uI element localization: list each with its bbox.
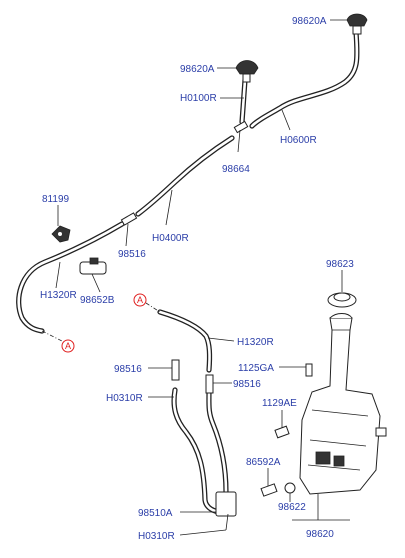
hose-lines xyxy=(16,29,360,515)
joint-98516-upper xyxy=(120,212,138,247)
connector-98516-left xyxy=(148,359,180,381)
leader-lines xyxy=(55,19,350,536)
valve-98652B xyxy=(79,257,107,293)
label-H0100R: H0100R xyxy=(180,93,217,104)
label-98620A-top: 98620A xyxy=(292,16,327,27)
label-98516-left: 98516 xyxy=(114,364,142,375)
label-98620A: 98620A xyxy=(180,64,215,75)
ref-marker-left-text: A xyxy=(65,341,71,351)
pump-98510A xyxy=(180,491,237,517)
label-98516-upper: 98516 xyxy=(118,249,146,260)
label-1125GA: 1125GA xyxy=(238,363,274,374)
label-98622: 98622 xyxy=(278,502,306,513)
label-H0310R-upper: H0310R xyxy=(106,393,143,404)
label-H0400R: H0400R xyxy=(152,233,189,244)
label-98623: 98623 xyxy=(326,259,354,270)
label-98664: 98664 xyxy=(222,164,250,175)
ref-marker-right-text: A xyxy=(137,295,143,305)
clip-81199 xyxy=(51,225,71,243)
ref-marker-left xyxy=(61,339,75,353)
reference-markers: A A xyxy=(61,293,147,353)
label-98652B: 98652B xyxy=(80,295,115,306)
cap-98623 xyxy=(327,292,357,308)
label-H1320R-right: H1320R xyxy=(237,337,274,348)
reference-lines xyxy=(41,302,161,343)
bolt-1129AE xyxy=(274,410,290,439)
label-86592A: 86592A xyxy=(246,457,281,468)
ref-marker-right xyxy=(133,293,147,307)
nozzle-top-right xyxy=(346,13,368,35)
connector-98516-right xyxy=(205,374,232,394)
pump-86592A xyxy=(260,468,278,497)
label-98516-right: 98516 xyxy=(233,379,261,390)
label-98620: 98620 xyxy=(306,529,334,540)
part-labels: 98620A 98620A H0100R H0600R 98664 81199 … xyxy=(40,16,354,542)
label-1129AE: 1129AE xyxy=(262,398,297,409)
grommet-98622 xyxy=(284,482,296,502)
joint-98664 xyxy=(233,120,249,153)
label-H1320R-left: H1320R xyxy=(40,290,77,301)
washer-reservoir xyxy=(299,313,387,520)
label-H0600R: H0600R xyxy=(280,135,317,146)
label-H0310R-lower: H0310R xyxy=(138,531,175,542)
label-81199: 81199 xyxy=(42,194,70,205)
nozzle-left xyxy=(235,60,259,83)
label-98510A: 98510A xyxy=(138,508,173,519)
bolt-1125GA xyxy=(279,363,313,377)
